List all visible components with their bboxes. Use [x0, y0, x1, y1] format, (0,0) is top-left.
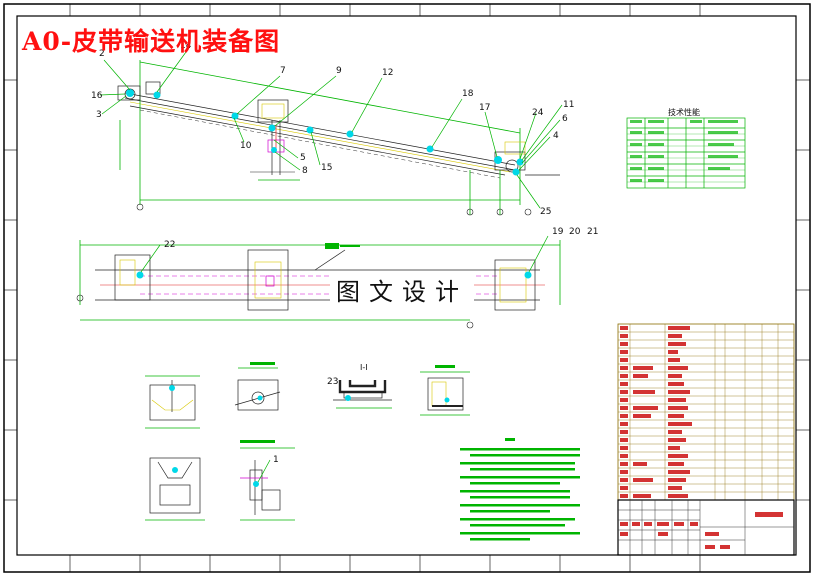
- svg-text:20: 20: [569, 227, 581, 237]
- svg-text:22: 22: [164, 240, 175, 250]
- watermark-text: 图文设计: [330, 272, 474, 307]
- svg-text:7: 7: [280, 66, 286, 76]
- parts-list: [617, 323, 795, 501]
- svg-text:9: 9: [336, 66, 342, 76]
- frame-ticks: [4, 4, 810, 572]
- svg-text:I-I: I-I: [360, 363, 368, 372]
- svg-text:16: 16: [91, 91, 103, 101]
- svg-text:14: 14: [180, 41, 192, 51]
- svg-text:23: 23: [327, 377, 338, 387]
- svg-text:11: 11: [563, 100, 574, 110]
- title-block: [617, 499, 795, 556]
- technical-notes: [460, 438, 580, 541]
- svg-text:1: 1: [273, 455, 279, 465]
- svg-text:15: 15: [321, 163, 332, 173]
- svg-text:3: 3: [96, 110, 102, 120]
- svg-text:19: 19: [552, 227, 564, 237]
- svg-text:2: 2: [99, 49, 105, 59]
- inner-frame: [16, 15, 797, 556]
- svg-text:17: 17: [479, 103, 490, 113]
- svg-text:技术性能: 技术性能: [668, 107, 700, 117]
- svg-text:25: 25: [540, 207, 551, 217]
- svg-text:8: 8: [302, 166, 308, 176]
- svg-text:21: 21: [587, 227, 598, 237]
- technical-spec-table: [626, 117, 746, 189]
- svg-text:18: 18: [462, 89, 474, 99]
- svg-text:12: 12: [382, 68, 393, 78]
- svg-text:4: 4: [553, 131, 559, 141]
- outer-frame: [3, 3, 811, 573]
- elevation-view: 2 14 16 3 7 9 12 18 17 24 11 6 4 10 5 8 …: [91, 41, 574, 217]
- svg-text:6: 6: [562, 114, 568, 124]
- svg-text:10: 10: [240, 141, 252, 151]
- drawing-title: A0-皮带输送机装备图: [22, 27, 281, 56]
- svg-text:5: 5: [300, 153, 306, 163]
- svg-text:24: 24: [532, 108, 544, 118]
- detail-views: 23 I-I 1: [145, 362, 470, 521]
